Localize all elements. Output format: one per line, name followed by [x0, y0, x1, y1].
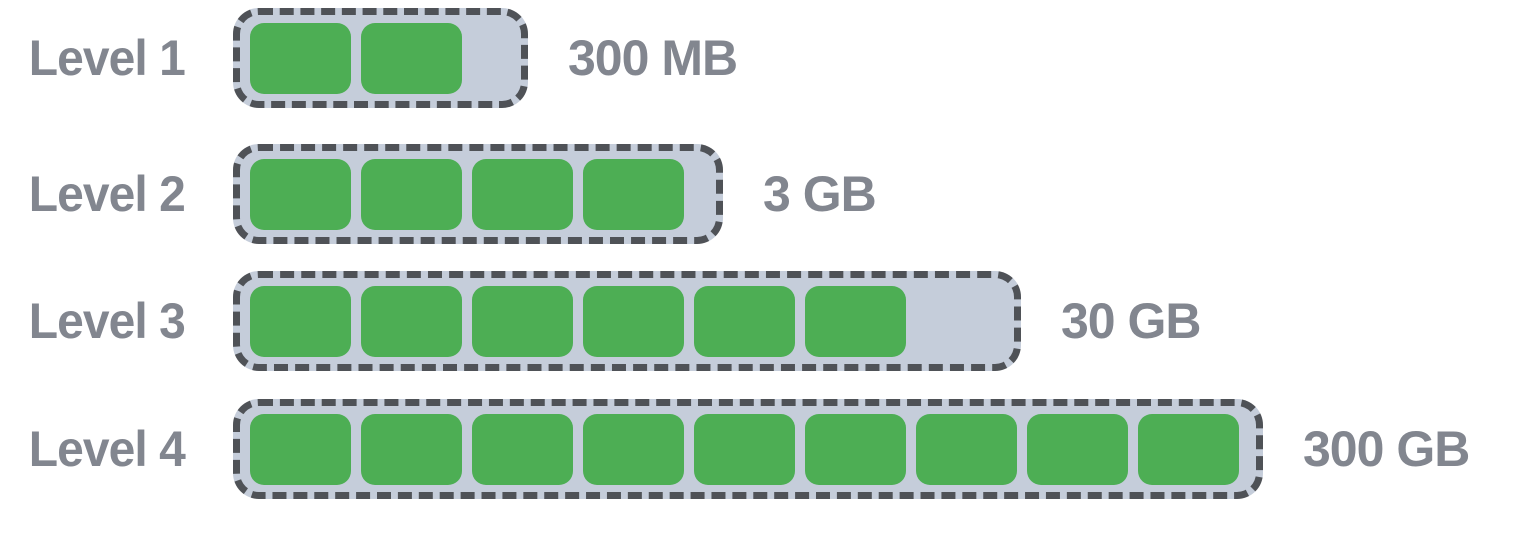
storage-block	[583, 413, 684, 485]
blocks-container	[233, 144, 723, 244]
storage-block	[361, 413, 462, 485]
storage-block	[583, 158, 684, 230]
level-row: Level 1 300 MB	[0, 8, 1536, 108]
storage-block	[361, 158, 462, 230]
level-label: Level 4	[28, 421, 186, 477]
blocks-container	[233, 8, 528, 108]
storage-block	[250, 158, 351, 230]
level-label: Level 1	[28, 30, 186, 86]
storage-block	[694, 413, 795, 485]
storage-block	[1027, 413, 1128, 485]
blocks-container	[233, 271, 1021, 371]
storage-block	[805, 285, 906, 357]
capacity-label: 3 GB	[763, 166, 877, 222]
storage-block	[472, 158, 573, 230]
storage-block	[250, 285, 351, 357]
level-row: Level 4 300 GB	[0, 399, 1536, 499]
storage-block	[583, 285, 684, 357]
storage-block	[694, 285, 795, 357]
level-row: Level 3 30 GB	[0, 271, 1536, 371]
level-row: Level 2 3 GB	[0, 144, 1536, 244]
storage-block	[472, 413, 573, 485]
storage-levels-diagram: Level 1 300 MB Level 2 3 GB Level 3 30 G…	[0, 8, 1536, 539]
level-label: Level 2	[28, 166, 186, 222]
storage-block	[1138, 413, 1239, 485]
storage-block	[361, 285, 462, 357]
storage-block	[250, 22, 351, 94]
storage-block	[916, 413, 1017, 485]
capacity-label: 30 GB	[1061, 293, 1202, 349]
capacity-label: 300 GB	[1303, 421, 1470, 477]
capacity-label: 300 MB	[568, 30, 738, 86]
storage-block	[250, 413, 351, 485]
storage-block	[805, 413, 906, 485]
storage-block	[472, 285, 573, 357]
storage-block	[361, 22, 462, 94]
blocks-container	[233, 399, 1263, 499]
level-label: Level 3	[28, 293, 186, 349]
